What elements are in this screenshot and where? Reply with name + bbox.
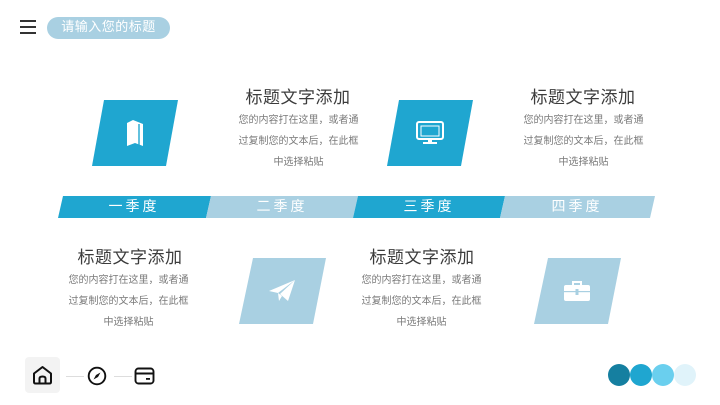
quarter-segment-3	[353, 196, 505, 218]
card-title-4: 标题文字添加	[369, 248, 475, 268]
quarter-timeline-band	[58, 196, 655, 218]
tile-monitor	[387, 100, 473, 166]
tile-paper-plane	[239, 258, 326, 324]
quarter-segment-1	[58, 196, 211, 218]
briefcase-icon	[564, 281, 590, 301]
tile-briefcase	[534, 258, 621, 324]
nav-divider	[66, 376, 84, 377]
quarter-label-2[interactable]: 二季度	[256, 199, 308, 215]
card-icon	[134, 367, 155, 385]
card-title-3: 标题文字添加	[530, 88, 636, 108]
palette-dot-2	[630, 364, 652, 386]
nav-card-button[interactable]	[134, 367, 155, 385]
card-desc-4: 您的内容打在这里，或者通过复制您的文本后，在此框中选择粘贴	[361, 275, 482, 328]
home-icon	[33, 366, 52, 385]
quarter-label-1[interactable]: 一季度	[108, 199, 160, 215]
nav-divider	[114, 376, 132, 377]
card-desc-1: 您的内容打在这里，或者通过复制您的文本后，在此框中选择粘贴	[238, 115, 359, 168]
quarter-label-4[interactable]: 四季度	[551, 199, 603, 215]
nav-home-button[interactable]	[25, 357, 60, 393]
quarter-segment-2	[206, 196, 358, 218]
hamburger-menu-icon[interactable]	[20, 20, 36, 34]
palette-dot-3	[652, 364, 674, 386]
monitor-icon	[416, 121, 444, 144]
palette-dot-4	[674, 364, 696, 386]
book-icon	[127, 120, 143, 146]
nav-compass-button[interactable]	[87, 366, 107, 386]
page-title[interactable]: 请输入您的标题	[47, 17, 170, 39]
quarter-segment-4	[500, 196, 655, 218]
paper-plane-icon	[269, 280, 295, 301]
tile-book	[92, 100, 178, 166]
quarter-label-3[interactable]: 三季度	[403, 199, 455, 215]
compass-icon	[93, 372, 101, 380]
card-desc-3: 您的内容打在这里，或者通过复制您的文本后，在此框中选择粘贴	[523, 115, 644, 168]
palette-dot-1	[608, 364, 630, 386]
card-title-2: 标题文字添加	[77, 248, 183, 268]
card-title-1: 标题文字添加	[245, 88, 351, 108]
card-desc-2: 您的内容打在这里，或者通过复制您的文本后，在此框中选择粘贴	[68, 275, 189, 328]
